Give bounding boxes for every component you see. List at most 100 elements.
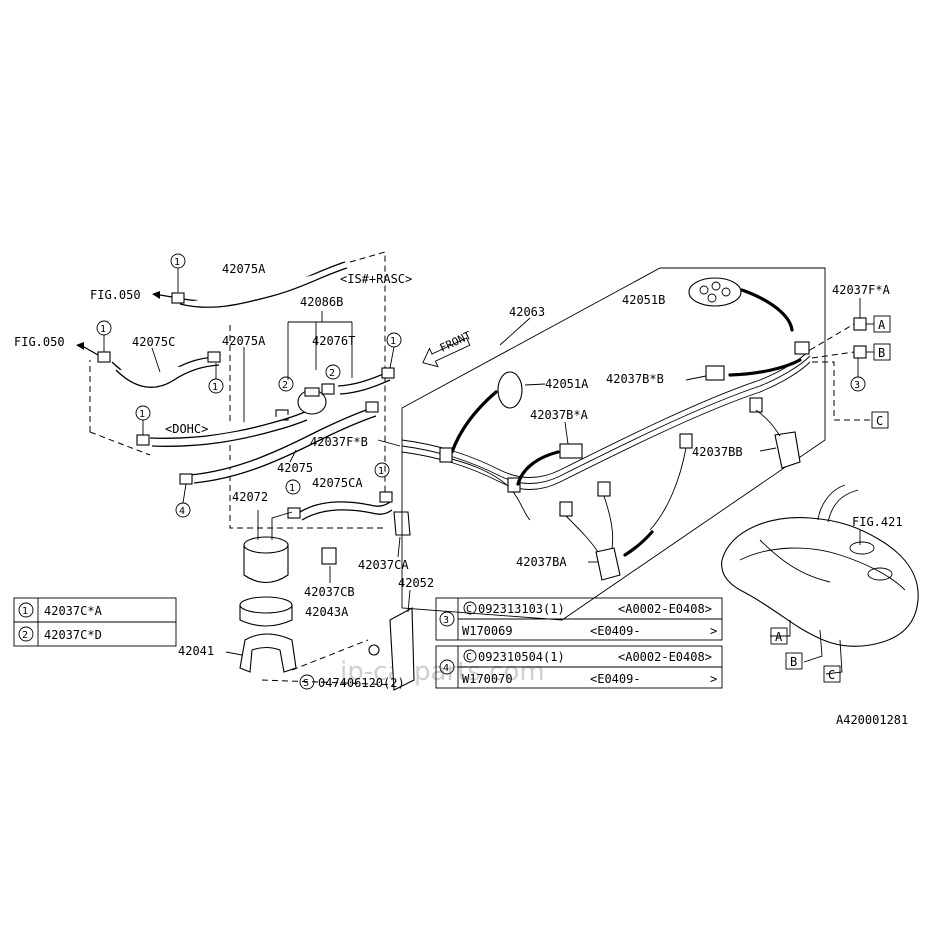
tank-box-c-label: C <box>828 668 835 682</box>
label-42075a-mid: 42075A <box>222 334 266 348</box>
label-42075ca: 42075CA <box>312 476 363 490</box>
clamp-icon-left <box>97 351 111 363</box>
bracket-42037cb-icon <box>321 547 337 565</box>
spec-table-3: 3 C 092313103(1) <A0002-E0408> W170069 <… <box>435 597 723 641</box>
hose-42075a-top-edge <box>179 267 348 308</box>
tank-box-a-label: A <box>775 630 783 644</box>
label-42086b: 42086B <box>300 295 343 309</box>
label-fig050-top: FIG.050 <box>90 288 141 302</box>
label-42051a: 42051A <box>545 377 589 391</box>
callout-1-dohc: 1 <box>139 409 145 420</box>
label-42043a: 42043A <box>305 605 349 619</box>
spec4-row1-range: <A0002-E0408> <box>618 650 712 664</box>
legend-row-2-part: 42037C*D <box>44 628 102 642</box>
hose-42075ca <box>299 501 391 513</box>
bolt-note: 047406120(2) <box>318 676 405 690</box>
clamp-icon <box>171 292 185 304</box>
front-arrow-icon <box>422 337 471 368</box>
callout-3: 3 <box>854 380 860 391</box>
hose-42075 <box>189 407 373 476</box>
spec-table-4: 4 C 092310504(1) <A0002-E0408> W170070 <… <box>435 645 723 689</box>
spec4-arrow: > <box>710 672 717 686</box>
label-fig421: FIG.421 <box>852 515 903 529</box>
spec4-symbol: C <box>466 652 472 663</box>
ref-box-c-label: C <box>876 414 883 428</box>
ref-box-b <box>873 343 891 361</box>
label-42052: 42052 <box>398 576 434 590</box>
label-42072: 42072 <box>232 490 268 504</box>
legend-row-1-part: 42037C*A <box>44 604 103 618</box>
callout-2-a: 2 <box>282 380 288 391</box>
label-42076t: 42076T <box>312 334 355 348</box>
grommet-42051a-icon <box>497 371 523 409</box>
label-42063: 42063 <box>509 305 545 319</box>
bracket-42041-icon <box>239 633 297 673</box>
ref-box-a-label: A <box>878 318 886 332</box>
spec3-symbol: C <box>466 604 472 615</box>
spec4-row1: 092310504(1) <box>478 650 565 664</box>
spec3-row2: W170069 <box>462 624 513 638</box>
label-42037bb-star: 42037B*B <box>606 372 664 386</box>
spec3-row1: 092313103(1) <box>478 602 565 616</box>
plate-42052-icon <box>389 607 415 691</box>
hose-dohc <box>149 411 306 439</box>
callout-1-left: 1 <box>100 324 106 335</box>
rasc-bracket-line <box>349 251 386 500</box>
callout-1-top-num: 1 <box>174 257 180 268</box>
grommet-42051b-icon <box>688 277 742 307</box>
callout-1-ca: 1 <box>378 466 384 477</box>
spec3-num: 3 <box>443 615 449 626</box>
spec4-row2: W170070 <box>462 672 513 686</box>
legend-row-2-num: 2 <box>22 630 28 641</box>
spec4-row2-range: <E0409- <box>590 672 641 686</box>
label-42037cb: 42037CB <box>304 585 355 599</box>
dohc-bracket-line <box>229 325 384 529</box>
label-42037fb: 42037F*B <box>310 435 368 449</box>
clip-42037ba-icon <box>595 547 621 581</box>
left-bracket-line <box>89 360 151 456</box>
leader-42051b <box>740 288 794 332</box>
callout-1-c: 1 <box>212 382 218 393</box>
ref-box-a <box>873 315 891 333</box>
callout-2-b: 2 <box>329 368 335 379</box>
hose-42075c-edge <box>115 364 220 388</box>
clip-42037bb-star-icon <box>705 365 725 381</box>
fuel-tank-icon <box>721 517 919 647</box>
tank-box-a <box>770 627 788 645</box>
tank-box-b-label: B <box>790 655 797 669</box>
ref-box-b-label: B <box>878 346 885 360</box>
label-42075c: 42075C <box>132 335 175 349</box>
clip-42037ba-star-icon <box>559 443 583 459</box>
label-dohc: <DOHC> <box>165 422 208 436</box>
label-42037ca: 42037CA <box>358 558 409 572</box>
callout-1-r: 1 <box>390 336 396 347</box>
tank-box-c <box>823 665 841 683</box>
spec3-arrow: > <box>710 624 717 638</box>
legend-table: 1 42037C*A 2 42037C*D <box>13 597 177 647</box>
spec4-num: 4 <box>443 663 449 674</box>
label-42075: 42075 <box>277 461 313 475</box>
bolt-icon <box>368 644 380 656</box>
ref-box-c <box>871 411 889 429</box>
tank-box-b <box>785 652 803 670</box>
label-is-rasc: <IS#+RASC> <box>340 272 412 286</box>
label-42075a-top: 42075A <box>222 262 266 276</box>
figure-id: A420001281 <box>836 713 908 727</box>
label-front: FRONT <box>438 329 474 355</box>
clip-42037bb-icon <box>774 431 801 469</box>
label-42037ba: 42037BA <box>516 555 567 569</box>
label-42037ba-star: 42037B*A <box>530 408 589 422</box>
clip-42037fa-icon <box>853 317 867 331</box>
label-42037bb: 42037BB <box>692 445 743 459</box>
label-42041: 42041 <box>178 644 214 658</box>
legend-row-1-num: 1 <box>22 606 28 617</box>
label-42037fa: 42037F*A <box>832 283 891 297</box>
fuel-filter-icon <box>243 544 289 584</box>
tank-panel-outline <box>401 267 826 621</box>
spec3-row2-range: <E0409- <box>590 624 641 638</box>
callout-1-ca2: 1 <box>289 483 295 494</box>
spec3-row1-range: <A0002-E0408> <box>618 602 712 616</box>
callout-4: 4 <box>179 506 185 517</box>
bolt-symbol: S <box>303 678 309 689</box>
